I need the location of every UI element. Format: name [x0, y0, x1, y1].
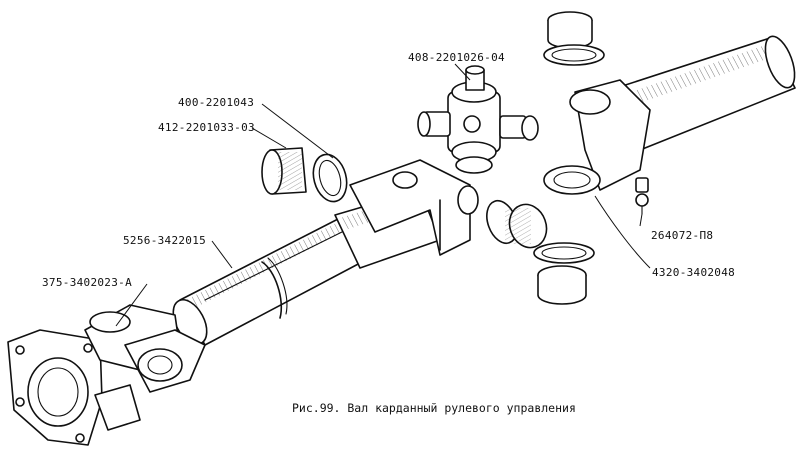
label-seal: 400-2201043 — [178, 96, 254, 109]
cross-spider-kit — [417, 65, 539, 174]
grease-fitting — [635, 177, 649, 215]
seal-ring-top — [543, 44, 605, 66]
center-yoke — [349, 159, 479, 256]
seal-ring-bottom — [533, 242, 595, 264]
leader-lines — [115, 63, 651, 327]
figure-caption: Рис.99. Вал карданный рулевого управлени… — [292, 401, 576, 415]
slip-yoke-tube — [543, 35, 796, 195]
label-grease-fitting: 264072-П8 — [651, 229, 713, 242]
seal-ring-left — [312, 153, 348, 203]
label-bearing: 412-2201033-03 — [158, 121, 255, 134]
label-shaft: 5256-3422015 — [123, 234, 206, 247]
bearing-cup-top — [547, 11, 593, 49]
needle-bearing-left — [261, 147, 307, 195]
bearing-cup-center — [486, 199, 548, 249]
flange-yoke-assembly — [7, 304, 206, 446]
main-shaft-tube — [172, 217, 363, 346]
label-cross-kit: 408-2201026-04 — [408, 51, 505, 64]
bearing-cup-bottom — [537, 265, 587, 305]
label-flange-yoke: 375-3402023-A — [42, 276, 132, 289]
label-yoke: 4320-3402048 — [652, 266, 735, 279]
